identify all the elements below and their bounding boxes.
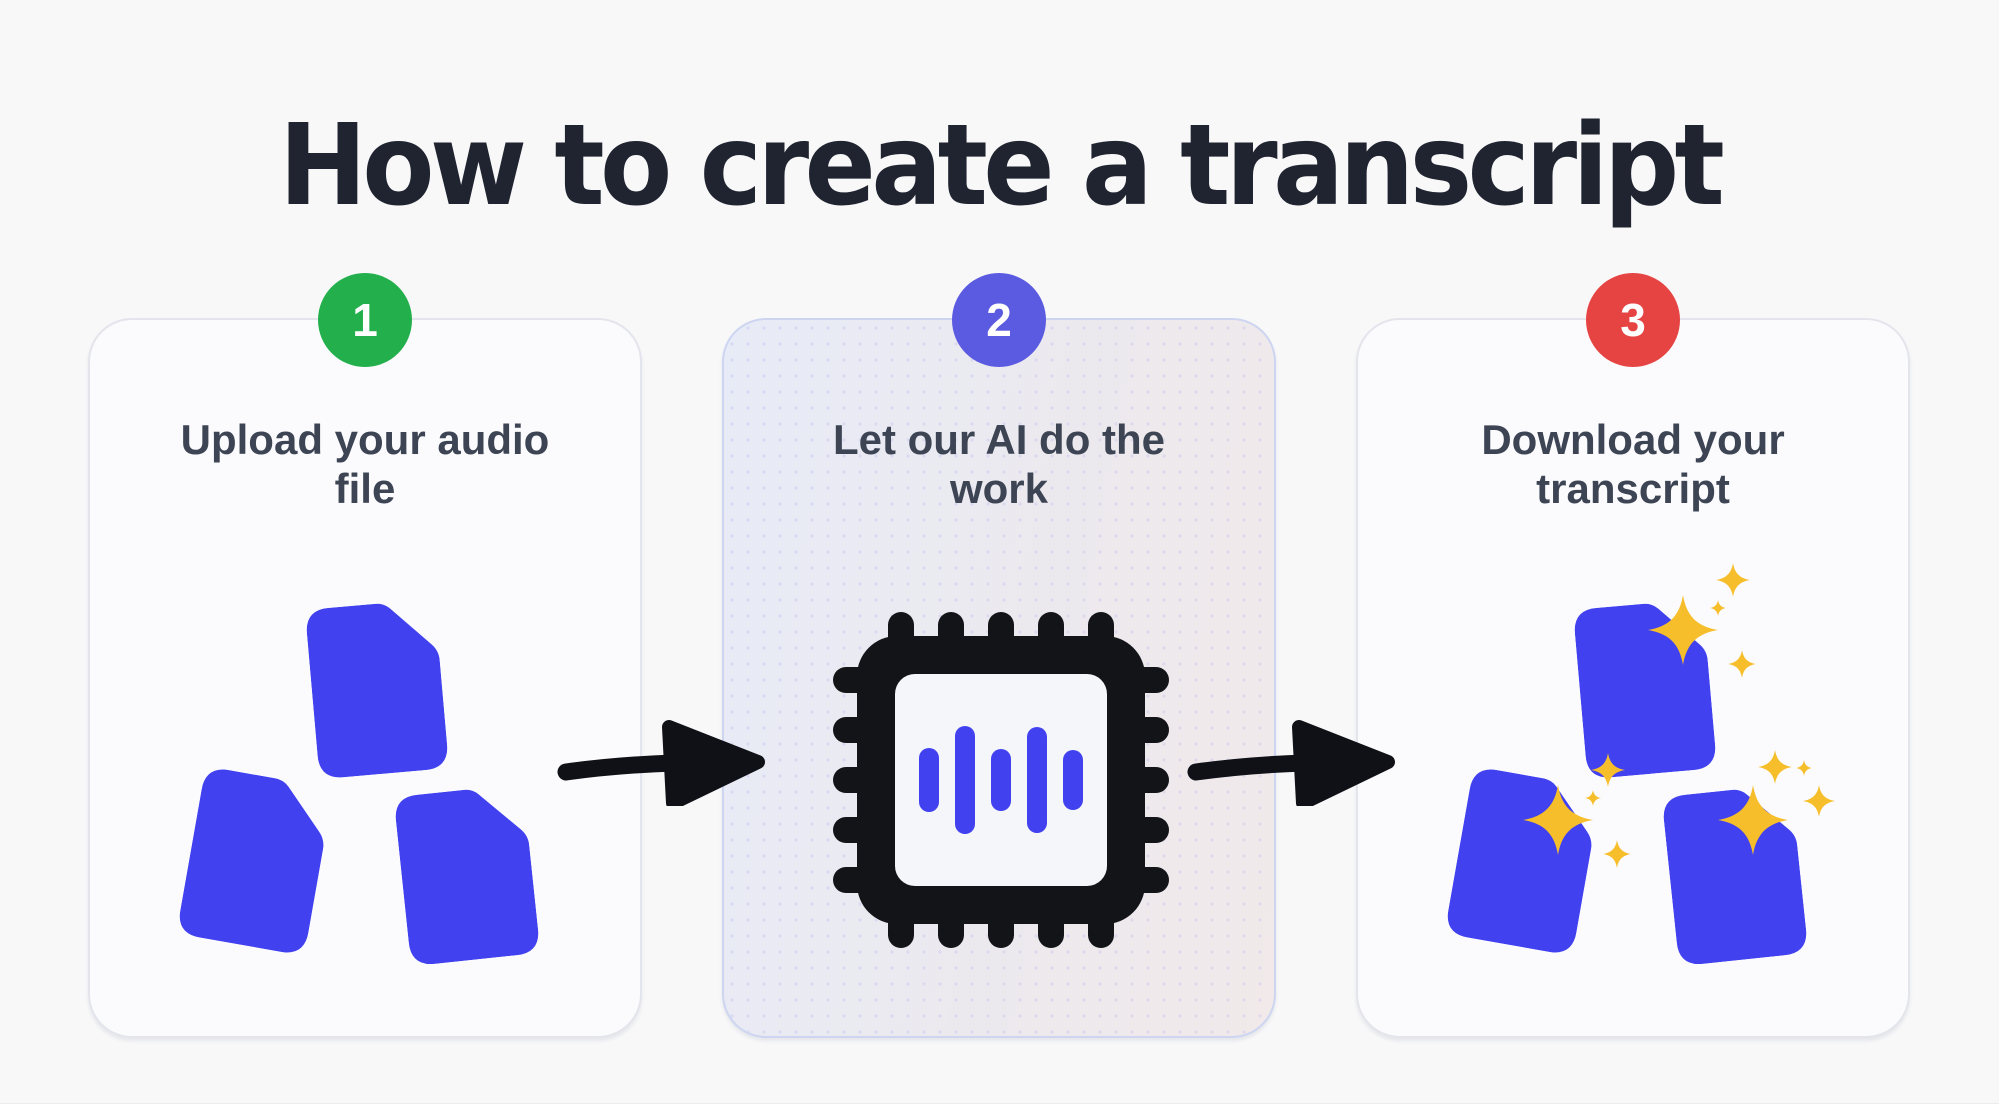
step-1-number: 1 <box>352 294 378 346</box>
arrow-right-icon <box>1187 720 1395 806</box>
step-3-badge: 3 <box>1586 273 1680 367</box>
transcript-file-icon <box>1447 769 1592 953</box>
waveform-bars <box>919 726 1083 834</box>
ai-chip-waveform-icon <box>833 612 1169 948</box>
step-card-2: 2 Let our AI do the work <box>722 273 1276 1038</box>
transcript-file-icon <box>1663 789 1807 965</box>
audio-file-icon <box>395 789 539 965</box>
audio-file-icon <box>179 769 324 953</box>
page-title: How to create a transcript <box>278 101 1725 232</box>
arrow-right-icon <box>557 720 765 806</box>
step-2-number: 2 <box>986 294 1012 346</box>
steps-row: 1 Upload your audio file 2 Let our AI do… <box>88 273 1910 1038</box>
step-2-heading: Let our AI do the work <box>832 416 1166 512</box>
bottom-divider <box>0 1103 1999 1110</box>
step-3-heading: Download your transcript <box>1481 416 1785 512</box>
step-1-badge: 1 <box>318 273 412 367</box>
transcript-file-icon <box>1574 603 1716 778</box>
step-card-1: 1 Upload your audio file <box>88 273 642 1038</box>
audio-file-icon <box>306 603 448 778</box>
step-1-heading: Upload your audio file <box>180 416 550 512</box>
step-3-number: 3 <box>1620 294 1646 346</box>
step-2-badge: 2 <box>952 273 1046 367</box>
step-card-3: 3 Download your transcript <box>1356 273 1910 1038</box>
